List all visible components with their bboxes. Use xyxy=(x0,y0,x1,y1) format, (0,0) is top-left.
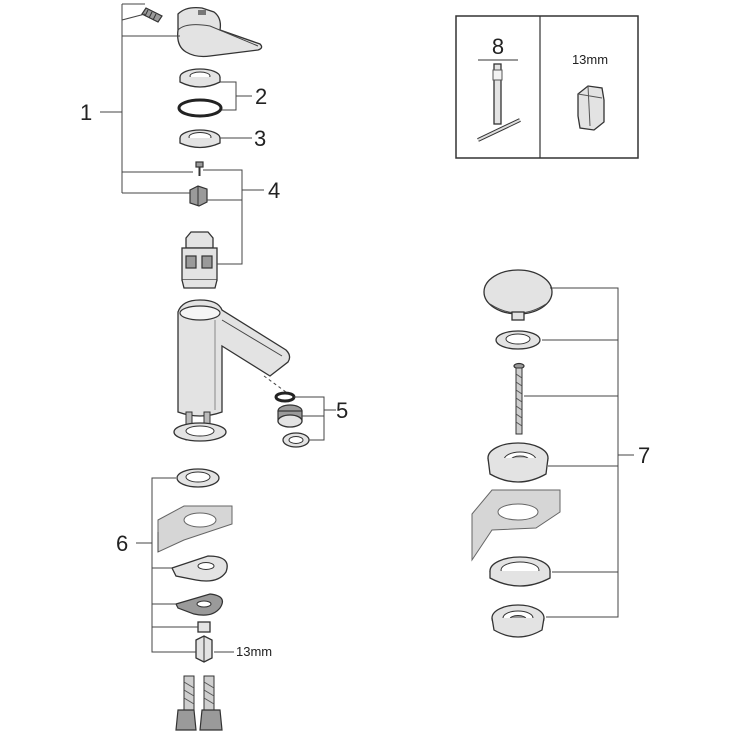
tool-box: 8 13mm xyxy=(455,15,639,159)
waste-flange xyxy=(487,442,549,483)
part-label-6: 6 xyxy=(116,531,128,556)
cartridge xyxy=(181,231,218,289)
fixing-ring xyxy=(176,468,220,488)
small-screw xyxy=(195,161,204,176)
hex-adapter xyxy=(189,185,208,207)
part-label-5: 5 xyxy=(336,398,348,423)
hex-nut-tool-icon xyxy=(577,85,605,131)
waste-gasket xyxy=(489,556,551,587)
grub-screw xyxy=(141,7,163,23)
hex-key-tool-icon xyxy=(477,63,521,142)
basin-section xyxy=(471,489,561,562)
leader-lines-right xyxy=(524,287,634,618)
waste-assembly: 7 xyxy=(471,269,650,638)
nut-size-label: 13mm xyxy=(236,644,272,659)
part-label-1: 1 xyxy=(80,100,92,125)
retaining-ring xyxy=(179,129,221,149)
cap-ring xyxy=(179,68,221,88)
faucet-assembly: 13mm xyxy=(80,3,348,731)
aerator-housing xyxy=(282,432,310,448)
aerator-washer xyxy=(274,391,296,403)
waste-body-nut xyxy=(491,604,545,638)
horseshoe-clamp xyxy=(175,593,223,616)
clamp-nut xyxy=(197,621,211,633)
hex-fixing-nut xyxy=(195,635,213,663)
part-label-3: 3 xyxy=(254,126,266,151)
plug-seal xyxy=(495,330,541,350)
leader-lines-left xyxy=(100,3,336,653)
horseshoe-washer xyxy=(171,555,228,582)
countertop-section xyxy=(157,505,233,553)
drain-plug-cap xyxy=(483,269,553,321)
part-label-2: 2 xyxy=(255,84,267,109)
part-label-4: 4 xyxy=(268,178,280,203)
flexible-hoses xyxy=(175,675,223,731)
wrench-size-label: 13mm xyxy=(572,52,608,67)
aerator-insert xyxy=(277,404,303,428)
tool-number-label: 8 xyxy=(492,34,504,59)
handle-lever xyxy=(177,6,263,58)
faucet-body xyxy=(173,299,291,442)
plug-rod xyxy=(513,362,525,435)
part-label-7: 7 xyxy=(638,443,650,468)
o-ring xyxy=(177,98,223,118)
